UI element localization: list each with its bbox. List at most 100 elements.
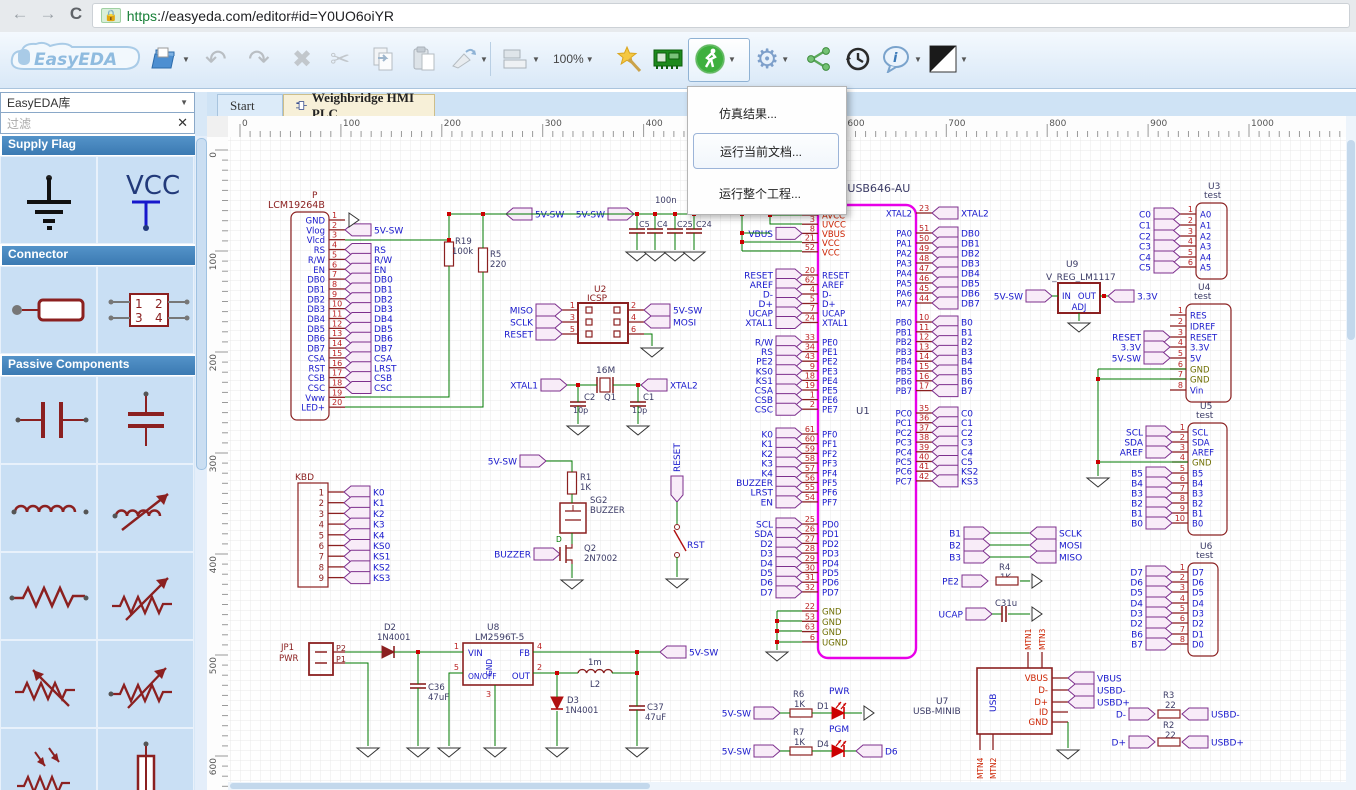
library-tile-vcc-symbol[interactable]: VCC [97,156,194,244]
svg-text:MTN3: MTN3 [1038,628,1047,650]
svg-text:PF1: PF1 [822,440,837,450]
library-tile-inductor-variable[interactable] [97,464,194,552]
svg-text:USB-MINIB: USB-MINIB [913,707,961,717]
svg-text:D4: D4 [1130,600,1143,610]
svg-text:D+: D+ [1034,698,1048,708]
svg-text:7: 7 [1180,484,1185,493]
zoom-select[interactable]: 100%▼ [553,40,594,78]
clear-filter-icon[interactable]: ✕ [177,115,188,131]
svg-text:6: 6 [1188,258,1193,267]
svg-text:C36: C36 [428,683,445,693]
svg-text:DB5: DB5 [374,325,393,335]
redo-button[interactable]: ↷ [248,40,270,78]
copy-button[interactable] [372,40,396,78]
library-tile-fuse[interactable] [97,728,194,790]
svg-text:B1: B1 [949,530,961,540]
svg-text:33: 33 [805,333,815,342]
library-tile-inductor[interactable] [0,464,97,552]
library-tile-photoresistor[interactable] [0,728,97,790]
svg-text:K1: K1 [373,499,385,509]
pcb-button[interactable] [652,40,684,78]
settings-button[interactable]: ⚙▼ [755,40,789,78]
delete-button[interactable]: ✖ [292,40,312,78]
history-button[interactable] [843,40,871,78]
filter-input[interactable]: 过滤✕ [0,113,195,134]
library-select[interactable]: EasyEDA库▼ [0,92,195,113]
svg-text:R4: R4 [999,563,1010,573]
svg-text:DB1: DB1 [374,285,393,295]
section-header[interactable]: Passive Components [0,354,195,376]
svg-text:3: 3 [332,231,337,240]
canvas-hscrollbar[interactable] [228,782,1346,790]
svg-text:SCLK: SCLK [510,319,534,329]
svg-text:K2: K2 [761,450,773,460]
tab-start[interactable]: Start [217,94,283,116]
help-button[interactable]: i ▼ [882,40,922,78]
svg-text:BUZZER: BUZZER [590,506,625,516]
svg-text:5V-SW: 5V-SW [673,307,702,317]
forward-icon[interactable]: → [36,4,60,24]
section-header[interactable]: Connector [0,244,195,266]
menu-item-sim-results[interactable]: 仿真结果... [693,95,839,131]
menu-item-run-current-doc[interactable]: 运行当前文档... [693,133,839,169]
library-tile-capacitor[interactable] [0,376,97,464]
section-header[interactable]: Supply Flag [0,134,195,156]
open-file-button[interactable]: ▼ [150,40,190,78]
paste-button[interactable] [412,40,436,78]
svg-text:PE2: PE2 [942,578,959,588]
svg-text:PF4: PF4 [822,469,837,479]
padlock-icon: 🔒 [101,8,121,23]
library-tile-resistor[interactable] [0,552,97,640]
svg-text:PC1: PC1 [896,419,912,429]
svg-text:FB: FB [519,649,530,659]
svg-text:K4: K4 [761,469,773,479]
svg-text:Vww: Vww [305,394,325,404]
svg-text:1K: 1K [794,738,805,748]
svg-text:D-: D- [763,291,773,301]
svg-text:R/W: R/W [308,256,326,266]
wizard-button[interactable] [614,40,642,78]
undo-button[interactable]: ↶ [205,40,227,78]
svg-text:A0: A0 [1200,211,1211,221]
svg-text:600: 600 [847,119,864,129]
align-button[interactable]: ▼ [500,40,540,78]
reload-icon[interactable]: C [64,4,88,24]
svg-text:SG2: SG2 [590,496,607,506]
library-tile-header-4pin[interactable]: 1234 [97,266,194,354]
canvas-vscrollbar[interactable] [1346,116,1356,790]
back-icon[interactable]: ← [8,4,32,24]
theme-button[interactable]: ▼ [928,40,968,78]
library-tile-resistor-variable[interactable] [97,552,194,640]
svg-text:EN: EN [313,266,325,276]
svg-text:PD3: PD3 [822,550,839,560]
library-tile-potentiometer[interactable] [97,640,194,728]
svg-text:8: 8 [1180,494,1185,503]
menu-item-run-project[interactable]: 运行整个工程... [693,175,839,211]
svg-text:CSB: CSB [374,374,392,384]
tab-weighbridge[interactable]: Weighbridge HMI PLC [283,94,435,116]
cut-button[interactable]: ✂ [330,40,350,78]
sidebar-scrollbar[interactable] [195,136,207,790]
library-tile-connector-2pin[interactable] [0,266,97,354]
svg-text:2: 2 [319,499,324,509]
svg-text:D7: D7 [1130,569,1143,579]
schematic-canvas[interactable]: PLCM19264BGND1Vlog25V-SWVlcd3RS4RSR/W5R/… [228,137,1346,790]
library-tile-resistor-trim[interactable] [0,640,97,728]
svg-text:5: 5 [570,325,575,334]
svg-text:800: 800 [1049,119,1066,129]
svg-text:OUT: OUT [1078,292,1097,302]
svg-text:7: 7 [332,270,337,279]
svg-text:41: 41 [919,462,929,471]
svg-text:DB6: DB6 [374,335,393,345]
url-bar[interactable]: 🔒 https://easyeda.com/editor#id=Y0UO6oiY… [92,3,1350,28]
share-button[interactable] [806,40,832,78]
rotate-flip-button[interactable]: ▼ [450,40,488,78]
svg-text:2: 2 [332,221,337,230]
run-button[interactable]: ▼ [694,40,736,78]
svg-text:100: 100 [343,119,360,129]
library-tile-capacitor-2[interactable] [97,376,194,464]
svg-text:MTN2: MTN2 [989,757,998,779]
library-tile-gnd-symbol[interactable] [0,156,97,244]
svg-text:C1: C1 [643,393,654,403]
svg-text:A2: A2 [1200,233,1211,243]
